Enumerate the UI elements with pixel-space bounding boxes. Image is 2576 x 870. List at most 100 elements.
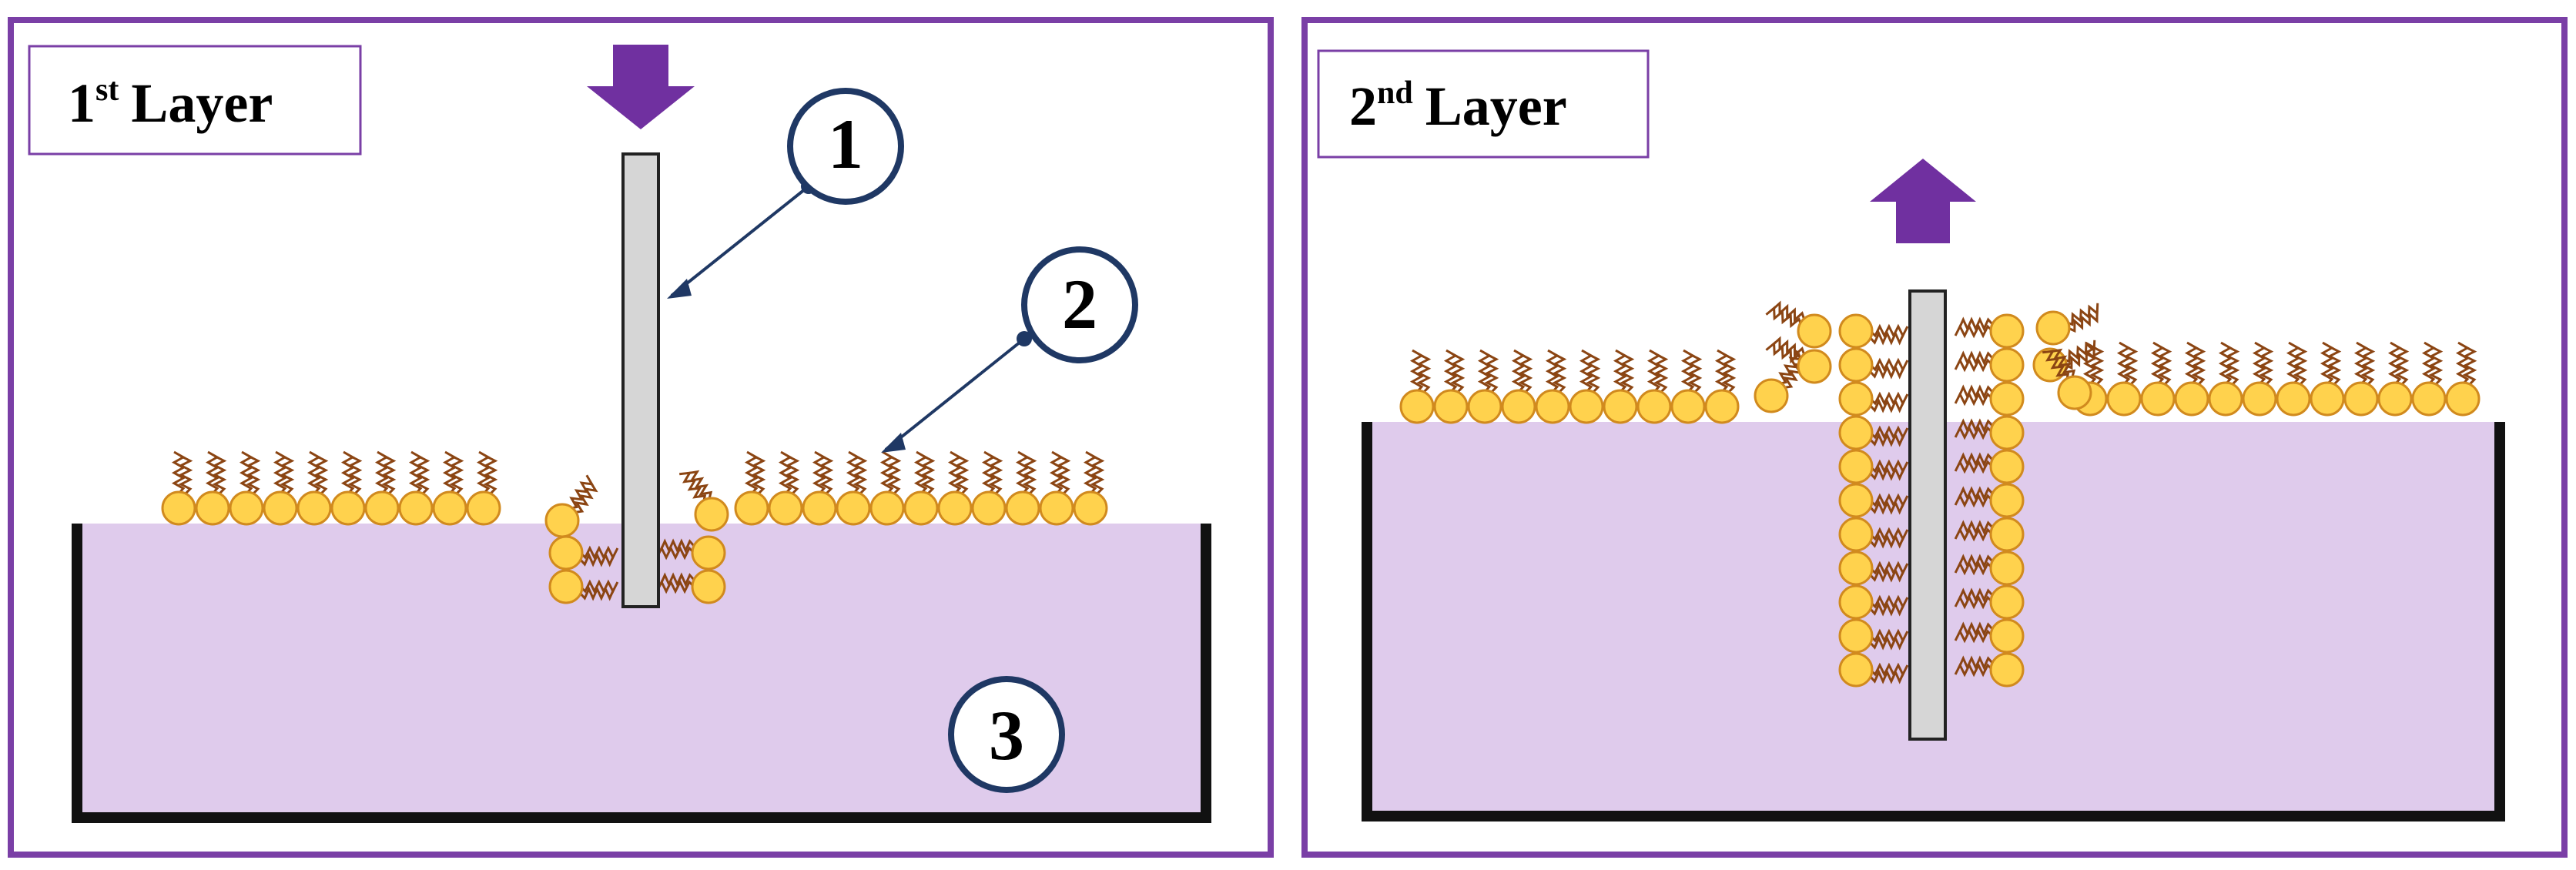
lipid-tail bbox=[1954, 493, 1994, 508]
lipid-tail bbox=[1646, 349, 1662, 393]
trough bbox=[72, 524, 1211, 823]
lipid-tail bbox=[1015, 450, 1030, 495]
callout-2-leader bbox=[884, 337, 1026, 451]
lipid-tail bbox=[178, 455, 193, 495]
lipid-tail bbox=[449, 455, 464, 495]
panel-frame bbox=[8, 17, 1274, 858]
lipid-tail bbox=[1083, 450, 1098, 495]
lipid-tail bbox=[579, 586, 615, 601]
lipid-tail bbox=[812, 450, 827, 495]
lipid-tail bbox=[819, 455, 834, 495]
lipid-tail bbox=[1869, 425, 1909, 440]
lipid-tail bbox=[1958, 350, 1994, 366]
lipid-tail bbox=[1869, 357, 1909, 373]
title-word: Layer bbox=[1425, 75, 1567, 137]
lipid-tail bbox=[655, 579, 695, 594]
lipid-tail bbox=[1869, 594, 1909, 610]
lipid-head bbox=[1636, 389, 1672, 424]
lipid-tail bbox=[981, 450, 997, 495]
lipid-head bbox=[2140, 381, 2176, 417]
lipid-head bbox=[1603, 389, 1638, 424]
lipid-tail bbox=[2259, 346, 2274, 386]
lipid-head bbox=[1838, 550, 1874, 586]
lipid-head bbox=[1989, 347, 2025, 383]
lipid-head bbox=[1704, 389, 1740, 424]
callout-3-label: 3 bbox=[989, 696, 1024, 775]
lipid-head bbox=[1838, 415, 1874, 450]
lipid-tail bbox=[212, 455, 227, 495]
lipid-tail bbox=[1579, 349, 1594, 393]
lipid-head bbox=[971, 490, 1007, 526]
lipid-tail bbox=[785, 455, 800, 495]
lipid-head bbox=[548, 569, 584, 604]
lipid-head bbox=[1989, 550, 2025, 586]
lipid-tail bbox=[687, 470, 713, 499]
lipid-tail bbox=[2387, 341, 2403, 386]
lipid-head bbox=[1039, 490, 1074, 526]
lipid-tail bbox=[886, 455, 902, 495]
lipid-tail bbox=[408, 450, 424, 495]
lipid-tail bbox=[1477, 349, 1492, 393]
callout-1-label: 1 bbox=[828, 105, 863, 183]
lipid-head bbox=[466, 490, 501, 526]
lipid-head bbox=[544, 503, 580, 538]
lipid-tail bbox=[2150, 341, 2166, 386]
lipid-tail bbox=[280, 455, 295, 495]
lipid-head bbox=[691, 535, 726, 571]
lipid-tail bbox=[1869, 364, 1905, 380]
lipid-tail bbox=[1958, 655, 1994, 671]
lipid-head bbox=[195, 490, 230, 526]
lipid-tail bbox=[1954, 425, 1994, 440]
lipid-tail bbox=[659, 538, 695, 554]
lipid-tail bbox=[579, 552, 615, 567]
lipid-tail bbox=[1049, 450, 1064, 495]
lipid-tail bbox=[1954, 459, 1994, 474]
lipid-head bbox=[2445, 381, 2481, 417]
callout-1-leader bbox=[670, 185, 810, 297]
lipid-head bbox=[1989, 415, 2025, 450]
lipid-tail bbox=[1771, 336, 1806, 358]
lipid-tail bbox=[2320, 341, 2335, 386]
lipid-head bbox=[1797, 313, 1832, 349]
lipid-head bbox=[1467, 389, 1502, 424]
lipid-head bbox=[364, 490, 400, 526]
lipid-tail bbox=[415, 455, 430, 495]
lipid-tail bbox=[2286, 341, 2301, 386]
lipid-tail bbox=[1778, 350, 1804, 385]
lipid-tail bbox=[1409, 349, 1425, 393]
lipid-tail bbox=[307, 450, 322, 495]
lipid-tail bbox=[1869, 432, 1905, 447]
lipid-head bbox=[2411, 381, 2447, 417]
lipid-tail bbox=[1090, 455, 1105, 495]
callout-3-circle bbox=[948, 676, 1065, 793]
title-superscript: st bbox=[95, 72, 119, 108]
lipid-tail bbox=[1958, 486, 1994, 501]
lipid-head bbox=[1073, 490, 1108, 526]
lipid-tail bbox=[2252, 341, 2267, 386]
lipid-tail bbox=[1869, 567, 1905, 583]
lipid-head bbox=[937, 490, 973, 526]
lipid-tail bbox=[2353, 341, 2369, 386]
lipid-head bbox=[548, 535, 584, 571]
lipid-tail bbox=[1869, 669, 1905, 684]
lipid-head bbox=[1535, 389, 1570, 424]
lipid-tail bbox=[1416, 353, 1432, 393]
lipid-tail bbox=[1443, 349, 1459, 393]
lipid-head bbox=[1989, 483, 2025, 518]
lipid-head bbox=[2106, 381, 2142, 417]
lipid-head bbox=[1670, 389, 1706, 424]
monolayer bbox=[161, 450, 1108, 604]
lipid-tail bbox=[1450, 353, 1466, 393]
lipid-tail bbox=[1954, 391, 1994, 407]
lipid-tail bbox=[1771, 300, 1806, 323]
lipid-head bbox=[1989, 381, 2025, 417]
lipid-tail bbox=[920, 455, 936, 495]
lipid-tail bbox=[2157, 346, 2172, 386]
lipid-head bbox=[2310, 381, 2345, 417]
substrate-slide bbox=[621, 152, 660, 608]
lipid-tail bbox=[1954, 357, 1994, 373]
lipid-tail bbox=[2225, 346, 2240, 386]
lipid-head bbox=[1569, 389, 1604, 424]
